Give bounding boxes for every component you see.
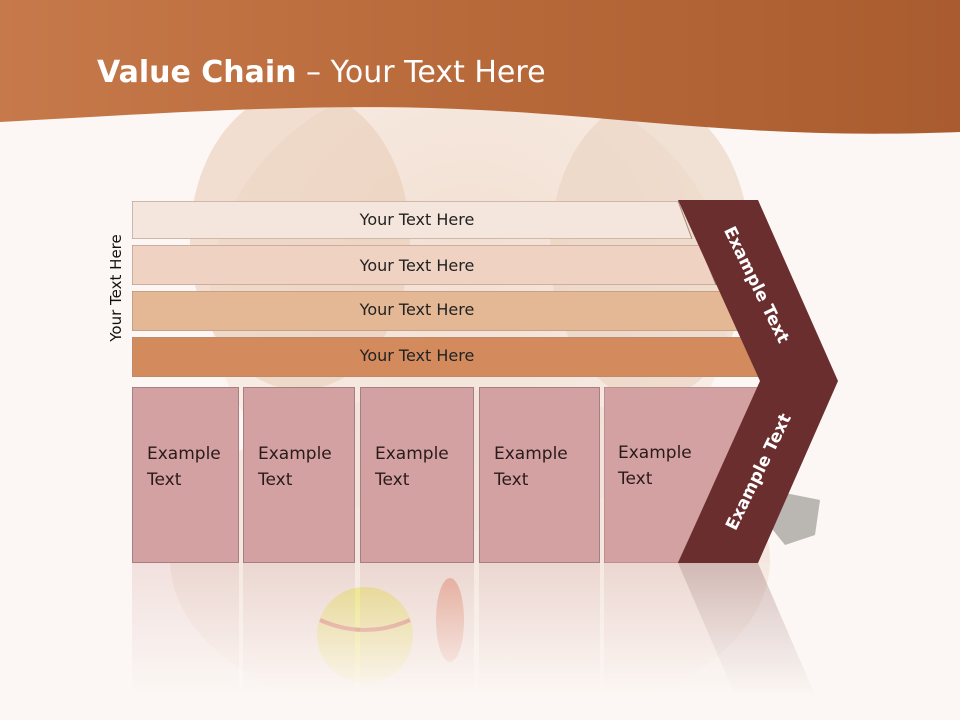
primary-activity-2: Example Text bbox=[243, 387, 355, 563]
column-label: Example Text bbox=[258, 444, 332, 490]
row-label: Your Text Here bbox=[359, 210, 475, 229]
primary-activity-1: Example Text bbox=[132, 387, 239, 563]
reflection bbox=[132, 563, 832, 720]
page-title: Value Chain – Your Text Here bbox=[97, 55, 546, 90]
row-label: Your Text Here bbox=[359, 346, 475, 365]
title-bold: Value Chain bbox=[97, 55, 297, 90]
primary-activity-5-shape bbox=[604, 387, 761, 563]
primary-activity-5-label: Example Text bbox=[618, 443, 692, 489]
header-band bbox=[0, 0, 960, 134]
reflection-fade bbox=[132, 563, 832, 720]
column-label: Example Text bbox=[494, 444, 568, 490]
title-rest: – Your Text Here bbox=[296, 55, 546, 90]
primary-activity-4: Example Text bbox=[479, 387, 600, 563]
row-label: Your Text Here bbox=[359, 256, 475, 275]
primary-activity-3: Example Text bbox=[360, 387, 474, 563]
column-label: Example Text bbox=[147, 444, 221, 490]
row-label: Your Text Here bbox=[359, 300, 475, 319]
column-label: Example Text bbox=[375, 444, 449, 490]
